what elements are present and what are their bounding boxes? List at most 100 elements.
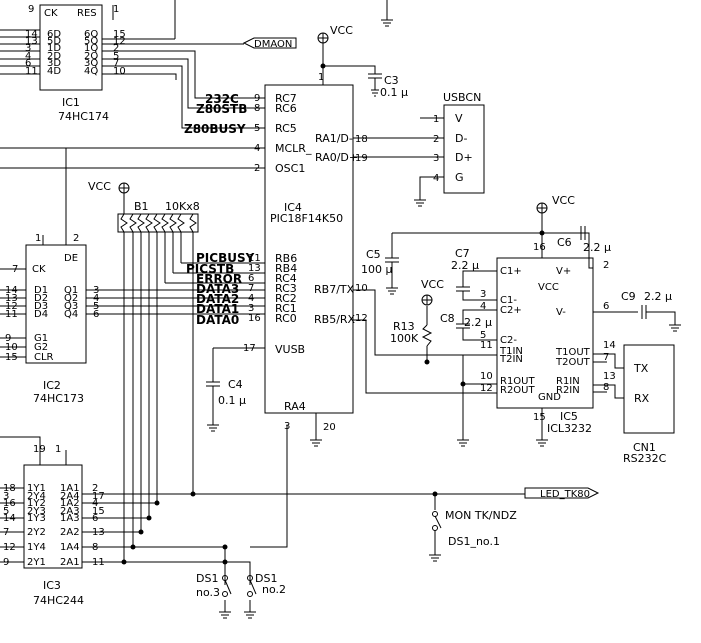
pin-label: 1A2 — [60, 498, 80, 509]
pin-label: 6Q — [84, 29, 98, 40]
svg-text:ICL3232: ICL3232 — [547, 422, 592, 435]
svg-text:1: 1 — [113, 4, 119, 15]
pin-label: 2A3 — [60, 506, 80, 517]
pin-label: 3D — [47, 58, 61, 69]
pin-number: 13 — [603, 371, 616, 382]
pin-number: 5 — [113, 51, 119, 62]
svg-text:RES: RES — [77, 8, 97, 19]
pin-label: RC4 — [275, 272, 297, 285]
pin-number: 14 — [603, 340, 616, 351]
pin-label: 1Y1 — [27, 483, 46, 494]
pin-label: 4Q — [84, 66, 98, 77]
pin-number: 16 — [533, 242, 546, 253]
svg-text:DATA2: DATA2 — [196, 292, 239, 306]
pin-number: 3 — [25, 43, 31, 54]
resistor-element — [189, 213, 197, 233]
resistor-element — [169, 213, 177, 233]
pin-number: 11 — [480, 340, 493, 351]
pin-label: R1IN — [556, 376, 580, 387]
svg-text:12: 12 — [355, 313, 368, 324]
pin-label: T2OUT — [555, 357, 591, 368]
pin-label: 1A1 — [60, 483, 80, 494]
pin-number: 13 — [25, 36, 38, 47]
pin-number: 12 — [113, 36, 126, 47]
pin-label: Q3 — [64, 301, 78, 312]
pin-number: 2 — [92, 483, 98, 494]
pin-label: RC0 — [275, 312, 297, 325]
svg-text:DATA3: DATA3 — [196, 282, 239, 296]
pin-label: RC7 — [275, 92, 297, 105]
svg-text:2.2 μ: 2.2 μ — [583, 241, 611, 254]
pin-label: RC2 — [275, 292, 297, 305]
svg-text:PICBUSY: PICBUSY — [196, 251, 255, 265]
pin-label: 5Q — [84, 36, 98, 47]
pin-label: RC3 — [275, 282, 297, 295]
pin-label: R1OUT — [500, 376, 536, 387]
pin-label: 2Y3 — [27, 506, 46, 517]
cn1-connector: TX RX CN1 RS232C — [623, 344, 675, 465]
svg-text:VUSB: VUSB — [275, 343, 305, 356]
svg-text:CK: CK — [44, 8, 58, 19]
resistor-element — [153, 213, 161, 233]
usb-connector: USBCN V1D-2D+3G4 — [433, 91, 485, 194]
pin-label: RC6 — [275, 102, 297, 115]
pin-label: G — [455, 171, 464, 184]
svg-text:2.2 μ: 2.2 μ — [451, 259, 479, 272]
pin-number: 17 — [92, 491, 105, 502]
svg-text:IC3: IC3 — [43, 579, 61, 592]
svg-text:RA0/D+: RA0/D+ — [315, 151, 358, 164]
pin-number: 15 — [533, 412, 546, 423]
svg-text:VCC: VCC — [88, 180, 111, 193]
svg-text:0.1 μ: 0.1 μ — [380, 86, 408, 99]
svg-text:R13: R13 — [393, 320, 415, 333]
ic5: C1+C1-C2+C2-T1INT2INR1OUTR2OUTV+V-T1OUTT… — [480, 242, 616, 435]
pin-label: RC1 — [275, 302, 297, 315]
pin-number: 4 — [433, 173, 439, 184]
pin-number: 5 — [480, 330, 486, 341]
svg-text:1: 1 — [318, 72, 324, 83]
pin-label: C2+ — [500, 305, 522, 316]
svg-text:C4: C4 — [228, 378, 243, 391]
pin-label: 2Y2 — [27, 527, 46, 538]
pin-label: RB4 — [275, 262, 297, 275]
svg-text:2: 2 — [73, 233, 79, 244]
pin-number: 12 — [480, 383, 493, 394]
pin-label: Q1 — [64, 285, 78, 296]
svg-text:DATA0: DATA0 — [196, 313, 239, 327]
pin-number: 2 — [603, 260, 609, 271]
svg-text:DS1: DS1 — [255, 572, 277, 585]
svg-text:100K: 100K — [390, 332, 419, 345]
svg-text:C8: C8 — [440, 312, 455, 325]
pin-label: MCLR_ — [275, 142, 312, 155]
pin-number: 15 — [92, 506, 105, 517]
pin-label: 6D — [47, 29, 61, 40]
junctions — [121, 63, 545, 565]
pin-label: V+ — [556, 266, 571, 277]
svg-text:RA4: RA4 — [284, 400, 306, 413]
vcc-symbols — [118, 32, 548, 306]
pin-label: C1+ — [500, 266, 522, 277]
resistor-element — [145, 213, 153, 233]
svg-text:DMAON: DMAON — [254, 39, 292, 50]
pin-number: 7 — [113, 58, 119, 69]
pin-label: 2A4 — [60, 491, 80, 502]
pin-label: VCC — [538, 282, 559, 293]
svg-text:18: 18 — [355, 134, 368, 145]
pin-number: 3 — [3, 491, 9, 502]
svg-text:19: 19 — [355, 153, 368, 164]
svg-text:USBCN: USBCN — [443, 91, 481, 104]
pin-number: 4 — [25, 51, 31, 62]
pin-label: GND — [538, 392, 561, 403]
svg-text:74HC173: 74HC173 — [33, 392, 84, 405]
pin-number: 8 — [603, 382, 609, 393]
svg-text:74HC244: 74HC244 — [33, 594, 84, 607]
svg-text:DS1: DS1 — [196, 572, 218, 585]
pin-label: 2Q — [84, 51, 98, 62]
pin-label: 1A4 — [60, 542, 80, 553]
resistor-element — [161, 213, 169, 233]
svg-text:VCC: VCC — [552, 194, 575, 207]
svg-text:VCC: VCC — [421, 278, 444, 291]
pin-label: 1Y3 — [27, 513, 46, 524]
